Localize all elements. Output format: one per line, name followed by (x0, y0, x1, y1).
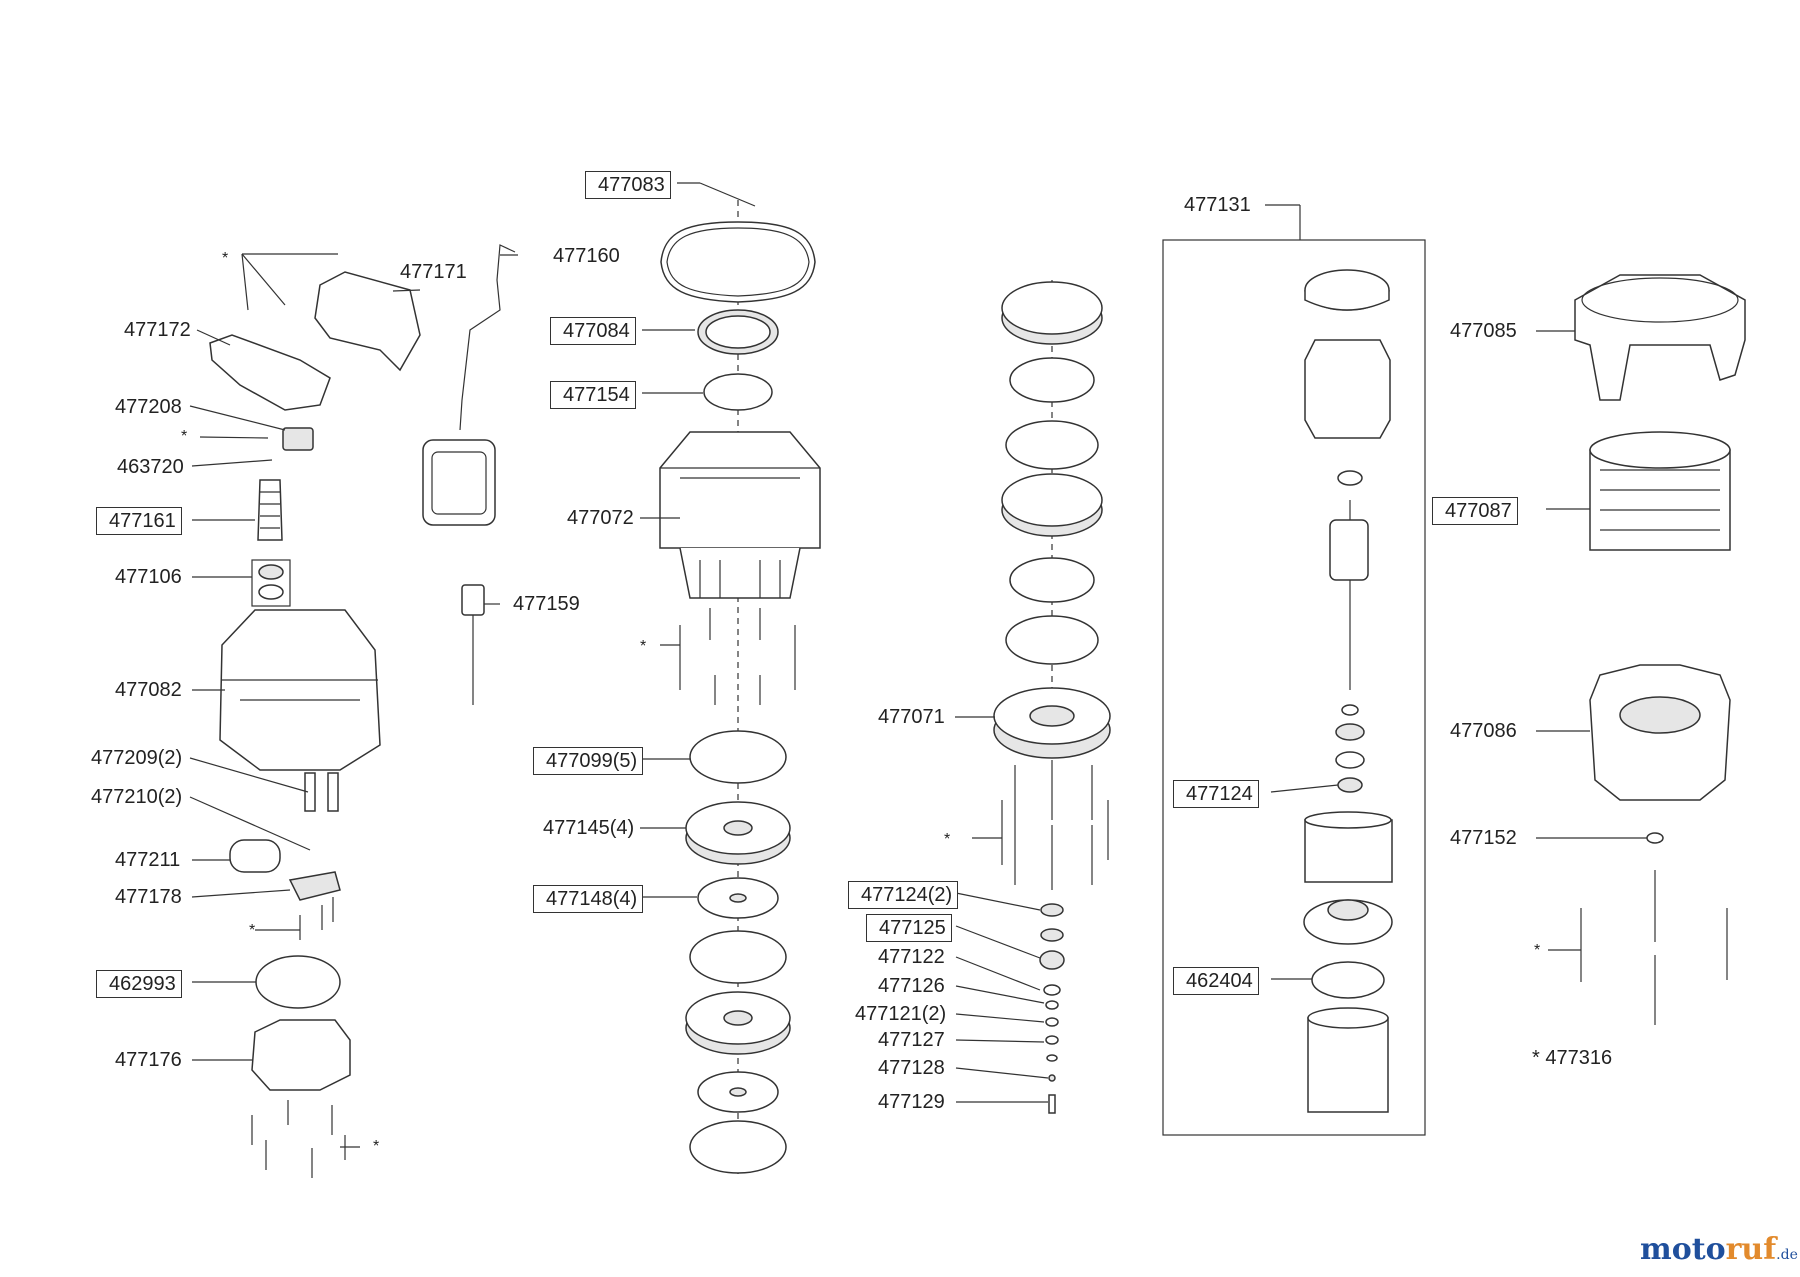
label-477211: 477211 (115, 849, 181, 871)
part-motor-cap (1304, 269, 1390, 311)
asterisk-base-screws: * (944, 831, 951, 848)
asterisk-nut-screws: * (373, 1138, 380, 1155)
part-462404-oring (1311, 961, 1385, 999)
label-477083: 477083 (585, 171, 671, 199)
part-477176-nut (251, 1019, 351, 1091)
label-477208: 477208 (115, 396, 182, 418)
part-477099-disc (689, 730, 787, 1174)
label-477085: 477085 (1450, 320, 1517, 342)
part-477208-switch (282, 427, 314, 451)
part-477086-foot (1589, 664, 1731, 801)
label-477071: 477071 (878, 706, 945, 728)
part-462993-oring (255, 955, 341, 1009)
label-477127: 477127 (878, 1029, 945, 1051)
label-477106: 477106 (115, 566, 182, 588)
part-stage-impeller (1009, 357, 1095, 603)
label-477087: 477087 (1432, 497, 1518, 525)
part-stage-disc (1005, 420, 1099, 665)
label-463720: 463720 (117, 456, 184, 478)
part-477161-connector (257, 479, 283, 541)
motor-assembly-frame (1162, 239, 1426, 1136)
label-477176: 477176 (115, 1049, 182, 1071)
part-477160-float-switch (422, 244, 516, 526)
label-477082: 477082 (115, 679, 182, 701)
part-477145-impeller-housing (685, 801, 791, 1055)
label-477154: 477154 (550, 381, 636, 409)
part-rotor-shaft (1329, 470, 1369, 690)
footnote-477316: * 477316 (1532, 1047, 1613, 1069)
part-motor-can (1307, 1007, 1389, 1113)
screws-column3 (1001, 760, 1109, 890)
part-477178-clamp (288, 871, 341, 901)
part-477083-gasket (660, 221, 816, 303)
label-477126: 477126 (878, 975, 945, 997)
part-477159-plug (461, 584, 485, 705)
label-462993: 462993 (96, 970, 182, 998)
label-477152: 477152 (1450, 827, 1517, 849)
asterisk-housing-screws: * (640, 638, 647, 655)
label-462404: 462404 (1173, 967, 1259, 995)
part-477171-handle (314, 271, 421, 372)
part-477172-handle-cover (209, 334, 331, 411)
label-477131: 477131 (1184, 194, 1251, 216)
label-477178: 477178 (115, 886, 182, 908)
part-477316-long-screws (1580, 870, 1728, 1025)
screws-column2 (679, 608, 796, 705)
label-477099: 477099(5) (533, 747, 644, 775)
label-477159: 477159 (513, 593, 580, 615)
asterisk-switch-screw: * (181, 428, 188, 445)
label-477148: 477148(4) (533, 885, 644, 913)
label-477160: 477160 (553, 245, 620, 267)
label-477171: 477171 (400, 261, 467, 283)
label-477122: 477122 (878, 946, 945, 968)
part-477082-motor-cover (219, 609, 381, 771)
label-477125: 477125 (866, 914, 952, 942)
label-477124: 477124 (1173, 780, 1259, 808)
part-477071-base (993, 687, 1111, 759)
screws-column1 (251, 897, 346, 1178)
label-477129: 477129 (878, 1091, 945, 1113)
part-477072-housing (659, 431, 821, 599)
part-477087-screen (1589, 431, 1731, 551)
leader-lines (189, 182, 1647, 1148)
part-477152-clip (1646, 832, 1664, 844)
part-bearings-stack (1039, 903, 1065, 1114)
label-477072: 477072 (567, 507, 634, 529)
label-477161: 477161 (96, 507, 182, 535)
asterisk-top-screws: * (222, 250, 229, 267)
part-477084-ring (697, 309, 779, 355)
label-477121: 477121(2) (855, 1003, 947, 1025)
label-477172: 477172 (124, 319, 191, 341)
part-stator (1304, 339, 1391, 439)
label-477210: 477210(2) (91, 786, 183, 808)
label-477084: 477084 (550, 317, 636, 345)
label-477128: 477128 (878, 1057, 945, 1079)
part-477124-bearing (1335, 704, 1365, 793)
part-477148-impeller (697, 877, 779, 1113)
part-477085-frame (1574, 274, 1746, 401)
asterisk-long-screws: * (1534, 942, 1541, 959)
label-477209: 477209(2) (91, 747, 183, 769)
watermark-logo: motoruf.de (1640, 1232, 1798, 1267)
label-477086: 477086 (1450, 720, 1517, 742)
asterisk-clamp-screws: * (249, 922, 256, 939)
part-477211-capacitor (229, 839, 281, 873)
part-477209-screws (304, 772, 339, 812)
label-477124-2: 477124(2) (848, 881, 959, 909)
part-stage-housing (1001, 281, 1103, 537)
part-motor-sleeve (1304, 811, 1393, 883)
part-477154-oring (703, 373, 773, 411)
part-seal-cup (1303, 899, 1393, 945)
part-477106-seal-box (251, 559, 291, 607)
label-477145: 477145(4) (543, 817, 635, 839)
